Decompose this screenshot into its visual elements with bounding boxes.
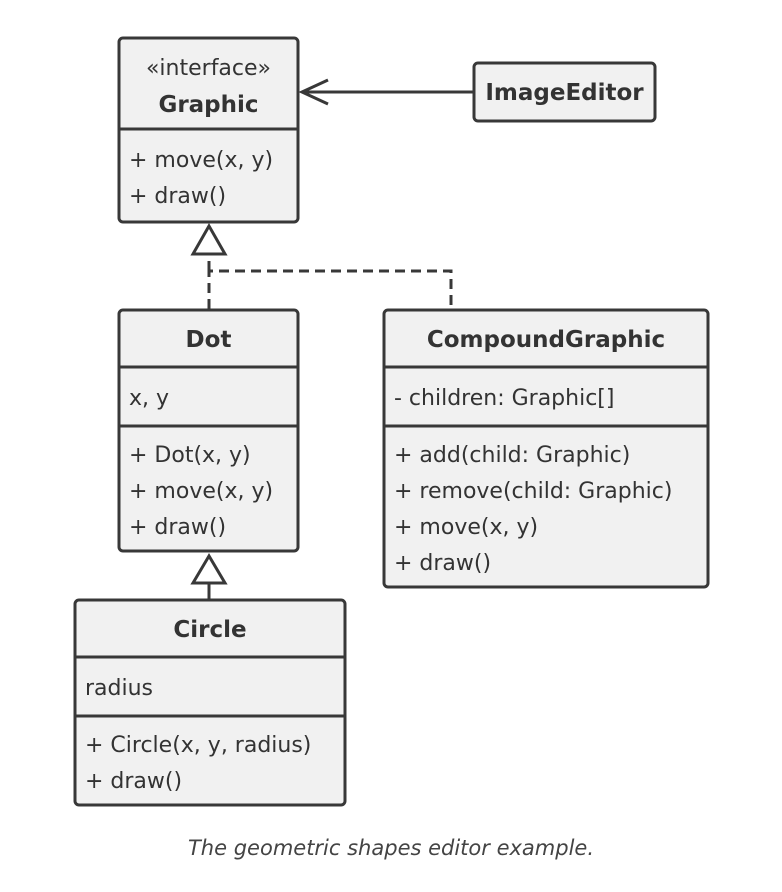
class-box-compound-graphic: CompoundGraphic - children: Graphic[] + …: [382, 308, 710, 589]
inheritance-arrowhead: [190, 553, 228, 585]
circle-method: + Circle(x, y, radius): [85, 733, 311, 758]
compound-method: + add(child: Graphic): [394, 443, 630, 468]
dot-method: + move(x, y): [129, 479, 273, 504]
circle-name: Circle: [173, 617, 246, 643]
dot-method: + draw(): [129, 515, 226, 540]
association-arrow: [298, 78, 474, 106]
inheritance-connector: [190, 553, 228, 599]
realization-connector: [190, 222, 453, 309]
compound-method: + move(x, y): [394, 515, 538, 540]
class-box-graphic: «interface» Graphic + move(x, y) + draw(…: [117, 36, 300, 224]
realization-arrowhead: [190, 222, 228, 256]
compound-field: - children: Graphic[]: [394, 386, 614, 411]
dot-field: x, y: [129, 386, 169, 411]
dot-name: Dot: [186, 327, 232, 353]
compound-name: CompoundGraphic: [427, 327, 665, 353]
dot-method: + Dot(x, y): [129, 443, 251, 468]
class-box-image-editor: ImageEditor: [472, 61, 657, 123]
graphic-name: Graphic: [158, 92, 258, 118]
circle-method: + draw(): [85, 769, 182, 794]
figure-caption: The geometric shapes editor example.: [187, 836, 595, 860]
graphic-method: + move(x, y): [129, 148, 273, 173]
circle-field: radius: [85, 676, 153, 701]
compound-method: + draw(): [394, 551, 491, 576]
class-box-circle: Circle radius + Circle(x, y, radius) + d…: [73, 598, 347, 807]
graphic-stereotype: «interface»: [146, 56, 271, 81]
graphic-method: + draw(): [129, 184, 226, 209]
compound-method: + remove(child: Graphic): [394, 479, 672, 504]
image-editor-name: ImageEditor: [485, 80, 644, 106]
class-box-dot: Dot x, y + Dot(x, y) + move(x, y) + draw…: [117, 308, 300, 553]
